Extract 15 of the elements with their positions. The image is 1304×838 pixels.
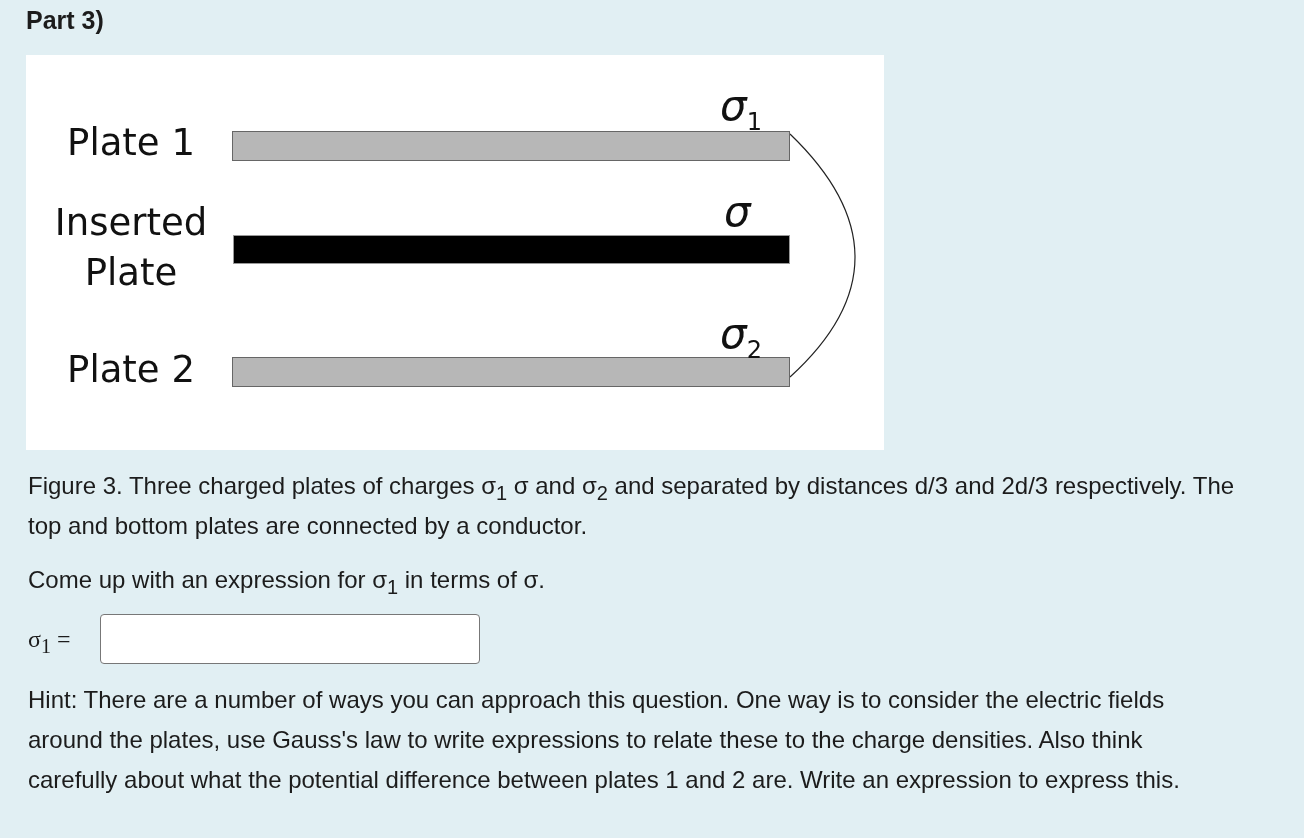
conductor-wire — [789, 133, 856, 378]
charge-density-label: σ$_{2}$ — [720, 313, 762, 366]
charge-density-label: σ — [724, 191, 751, 233]
inserted-plate — [233, 235, 790, 264]
figure-caption: Figure 3. Three charged plates of charges σ$_{1}$ σ and σ$_{2}$ and separated by distances d/3 and 2d/3 respectively. The top and bottom plates are connected by a conductor. — [28, 471, 1236, 541]
plate-label: Plate 2 — [66, 347, 196, 393]
charge-density-label: σ$_{1}$ — [720, 85, 762, 138]
part-heading: Part 3) — [26, 6, 104, 35]
plate-label: Plate 1 — [66, 120, 196, 166]
answer-label: σ$_{1}$ = — [28, 625, 72, 659]
hint-text: Hint: There are a number of ways you can approach this question. One way is to consider the electric fields around the plates, use Gauss's law to write expressions to relate these to the charge densities. Also think carefully about what the potential difference between plates 1 and 2 are. Write an expression to express this. — [28, 685, 1181, 795]
question-text: Come up with an expression for σ$_{1}$ in terms of σ. — [28, 565, 546, 600]
plate — [232, 357, 790, 387]
plate-label: Inserted Plate — [53, 200, 209, 296]
plate — [232, 131, 790, 161]
